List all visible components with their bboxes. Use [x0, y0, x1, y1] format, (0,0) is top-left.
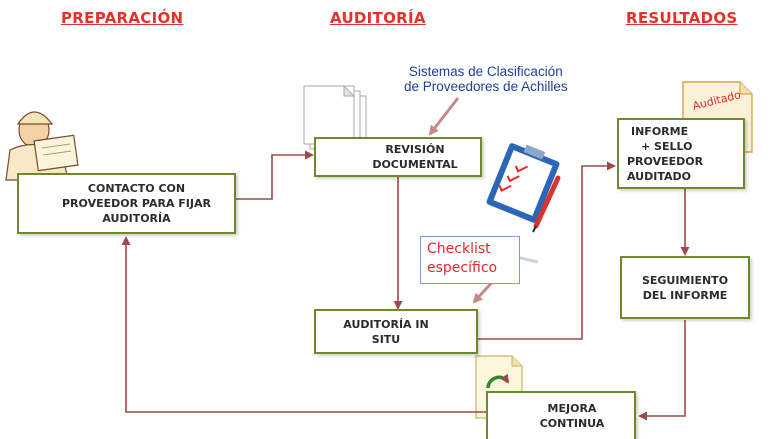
note-checklist-line-2: específico — [427, 260, 498, 276]
flow-arrows — [121, 150, 690, 421]
box-revision-documental: REVISIÓN DOCUMENTAL — [314, 137, 482, 177]
box-seguimiento-line-2: DEL INFORME — [642, 288, 728, 302]
box-informe-sello: INFORME + SELLO PROVEEDOR AUDITADO — [617, 118, 745, 189]
box-mejora-line-2: CONTINUA — [539, 417, 605, 430]
box-informe-line-1: INFORME — [631, 124, 689, 138]
box-seguimiento-informe: SEGUIMIENTO DEL INFORME — [620, 256, 750, 319]
box-mejora-continua: MEJORA CONTINUA — [486, 391, 636, 439]
worker-illustration-icon — [5, 111, 79, 181]
note-sistemas-line-1: Sistemas de Clasificación — [408, 64, 563, 79]
header-resultados: RESULTADOS — [626, 9, 738, 27]
header-auditoria: AUDITORÍA — [330, 9, 426, 27]
clipboard-icon — [486, 143, 561, 233]
box-informe-line-2: + SELLO — [641, 139, 693, 153]
box-informe-line-4: AUDITADO — [627, 169, 691, 183]
box-revision-line-2: DOCUMENTAL — [372, 158, 458, 171]
note-checklist-especifico: Checklist específico — [420, 236, 520, 284]
box-revision-line-1: REVISIÓN — [385, 143, 445, 156]
box-auditoria-line-2: SITU — [371, 332, 401, 346]
box-auditoria-in-situ: AUDITORÍA IN SITU — [314, 309, 478, 354]
box-seguimiento-line-1: SEGUIMIENTO — [641, 273, 729, 287]
box-informe-line-3: PROVEEDOR — [627, 154, 704, 168]
note-sistemas-achilles: Sistemas de Clasificación de Proveedores… — [404, 64, 568, 94]
header-preparacion: PREPARACIÓN — [61, 9, 184, 27]
box-contacto-line-1: CONTACTO CON — [87, 182, 186, 195]
box-mejora-line-1: MEJORA — [547, 402, 597, 415]
box-contacto-line-2: PROVEEDOR PARA FIJAR — [62, 197, 211, 210]
box-contacto-proveedor: CONTACTO CON PROVEEDOR PARA FIJAR AUDITO… — [17, 173, 236, 234]
box-contacto-line-3: AUDITORÍA — [102, 212, 171, 225]
note-checklist-line-1: Checklist — [427, 241, 491, 257]
note-sistemas-line-2: de Proveedores de Achilles — [404, 79, 568, 94]
box-auditoria-line-1: AUDITORÍA IN — [343, 317, 429, 331]
